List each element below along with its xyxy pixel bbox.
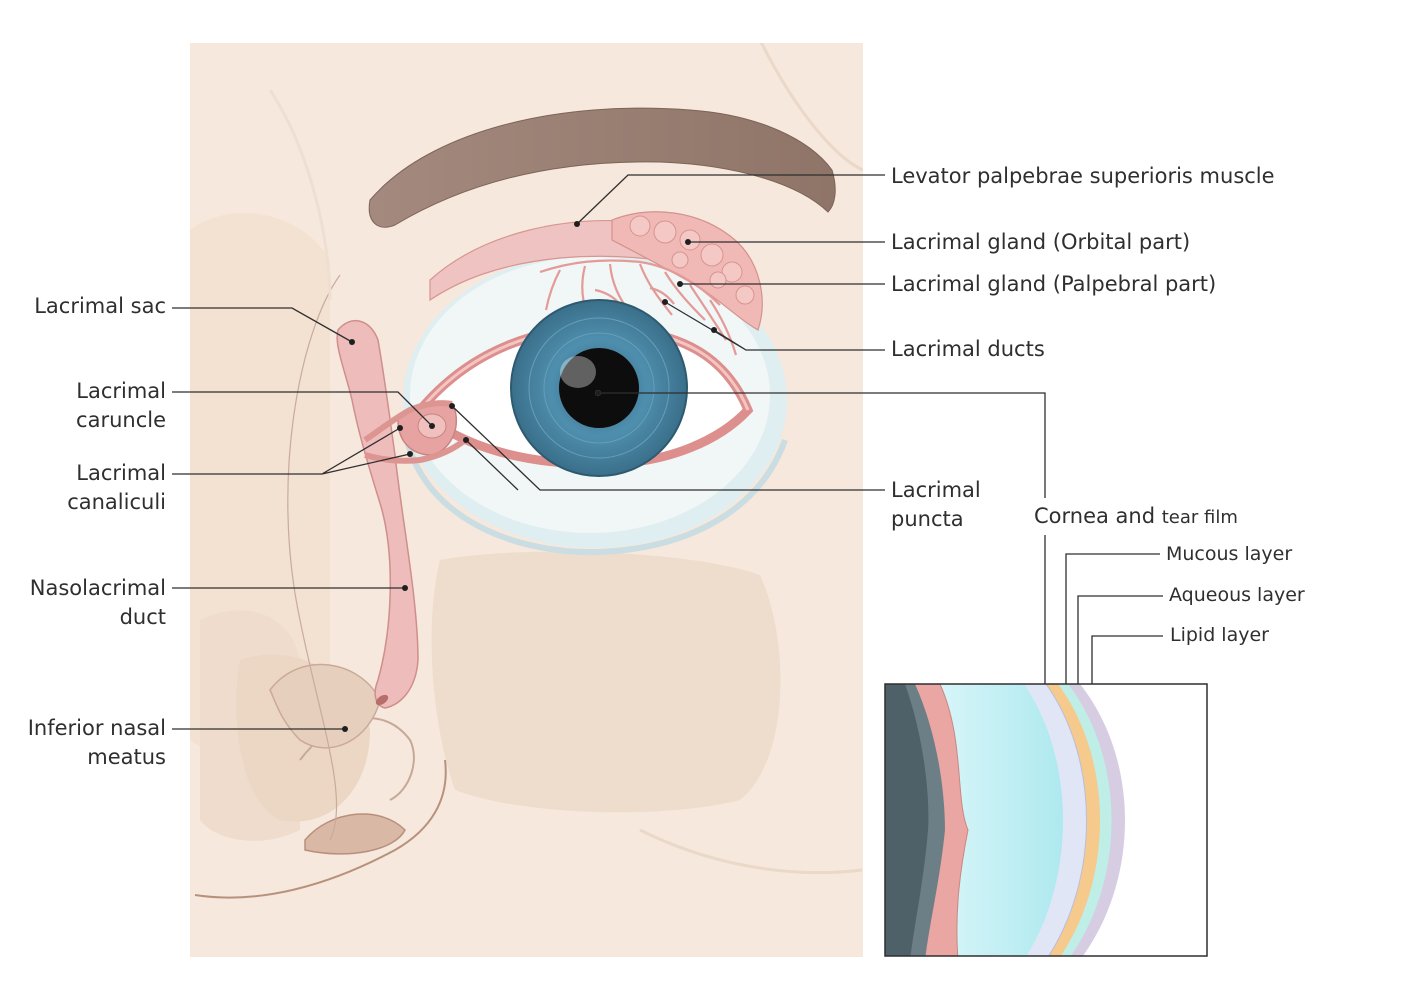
label-levator: Levator palpebrae superioris muscle bbox=[891, 164, 1275, 188]
label-aqueous-layer: Aqueous layer bbox=[1169, 584, 1305, 606]
lacrimal-ducts bbox=[539, 259, 738, 356]
label-mucous-layer: Mucous layer bbox=[1166, 543, 1293, 565]
label-cornea-tear-film: Cornea and tear film bbox=[1034, 504, 1238, 528]
leader-lines bbox=[172, 174, 1163, 730]
label-lacrimal-puncta: Lacrimal puncta bbox=[891, 478, 981, 531]
nasolacrimal-duct bbox=[336, 320, 419, 709]
lacrimal-canaliculi bbox=[363, 400, 467, 464]
leader-sac bbox=[172, 307, 353, 343]
tear-film-inset bbox=[884, 683, 1208, 957]
label-lacrimal-ducts: Lacrimal ducts bbox=[891, 337, 1045, 361]
leader-ducts bbox=[664, 301, 885, 351]
label-nasolacrimal-duct: Nasolacrimal duct bbox=[29, 576, 166, 629]
pupil bbox=[559, 348, 639, 428]
leader-canaliculi bbox=[172, 427, 411, 475]
leader-lipid bbox=[1091, 635, 1163, 695]
label-inferior-nasal-meatus: Inferior nasal meatus bbox=[27, 716, 166, 769]
label-lacrimal-canaliculi: Lacrimal canaliculi bbox=[67, 461, 166, 514]
leader-cornea bbox=[598, 392, 1046, 498]
eyebrow bbox=[368, 107, 836, 228]
leader-levator bbox=[576, 174, 885, 225]
label-lacrimal-caruncle: Lacrimal caruncle bbox=[76, 379, 166, 432]
leader-aqueous bbox=[1077, 595, 1163, 695]
leader-puncta bbox=[451, 405, 885, 491]
leader-caruncle bbox=[172, 391, 433, 427]
label-lacrimal-sac: Lacrimal sac bbox=[34, 294, 166, 318]
iris bbox=[510, 299, 688, 477]
label-gland-orbital: Lacrimal gland (Orbital part) bbox=[891, 230, 1191, 254]
leader-mucous bbox=[1065, 553, 1160, 695]
face-background bbox=[190, 43, 863, 957]
label-gland-palpebral: Lacrimal gland (Palpebral part) bbox=[891, 272, 1217, 296]
label-lipid-layer: Lipid layer bbox=[1170, 624, 1269, 646]
